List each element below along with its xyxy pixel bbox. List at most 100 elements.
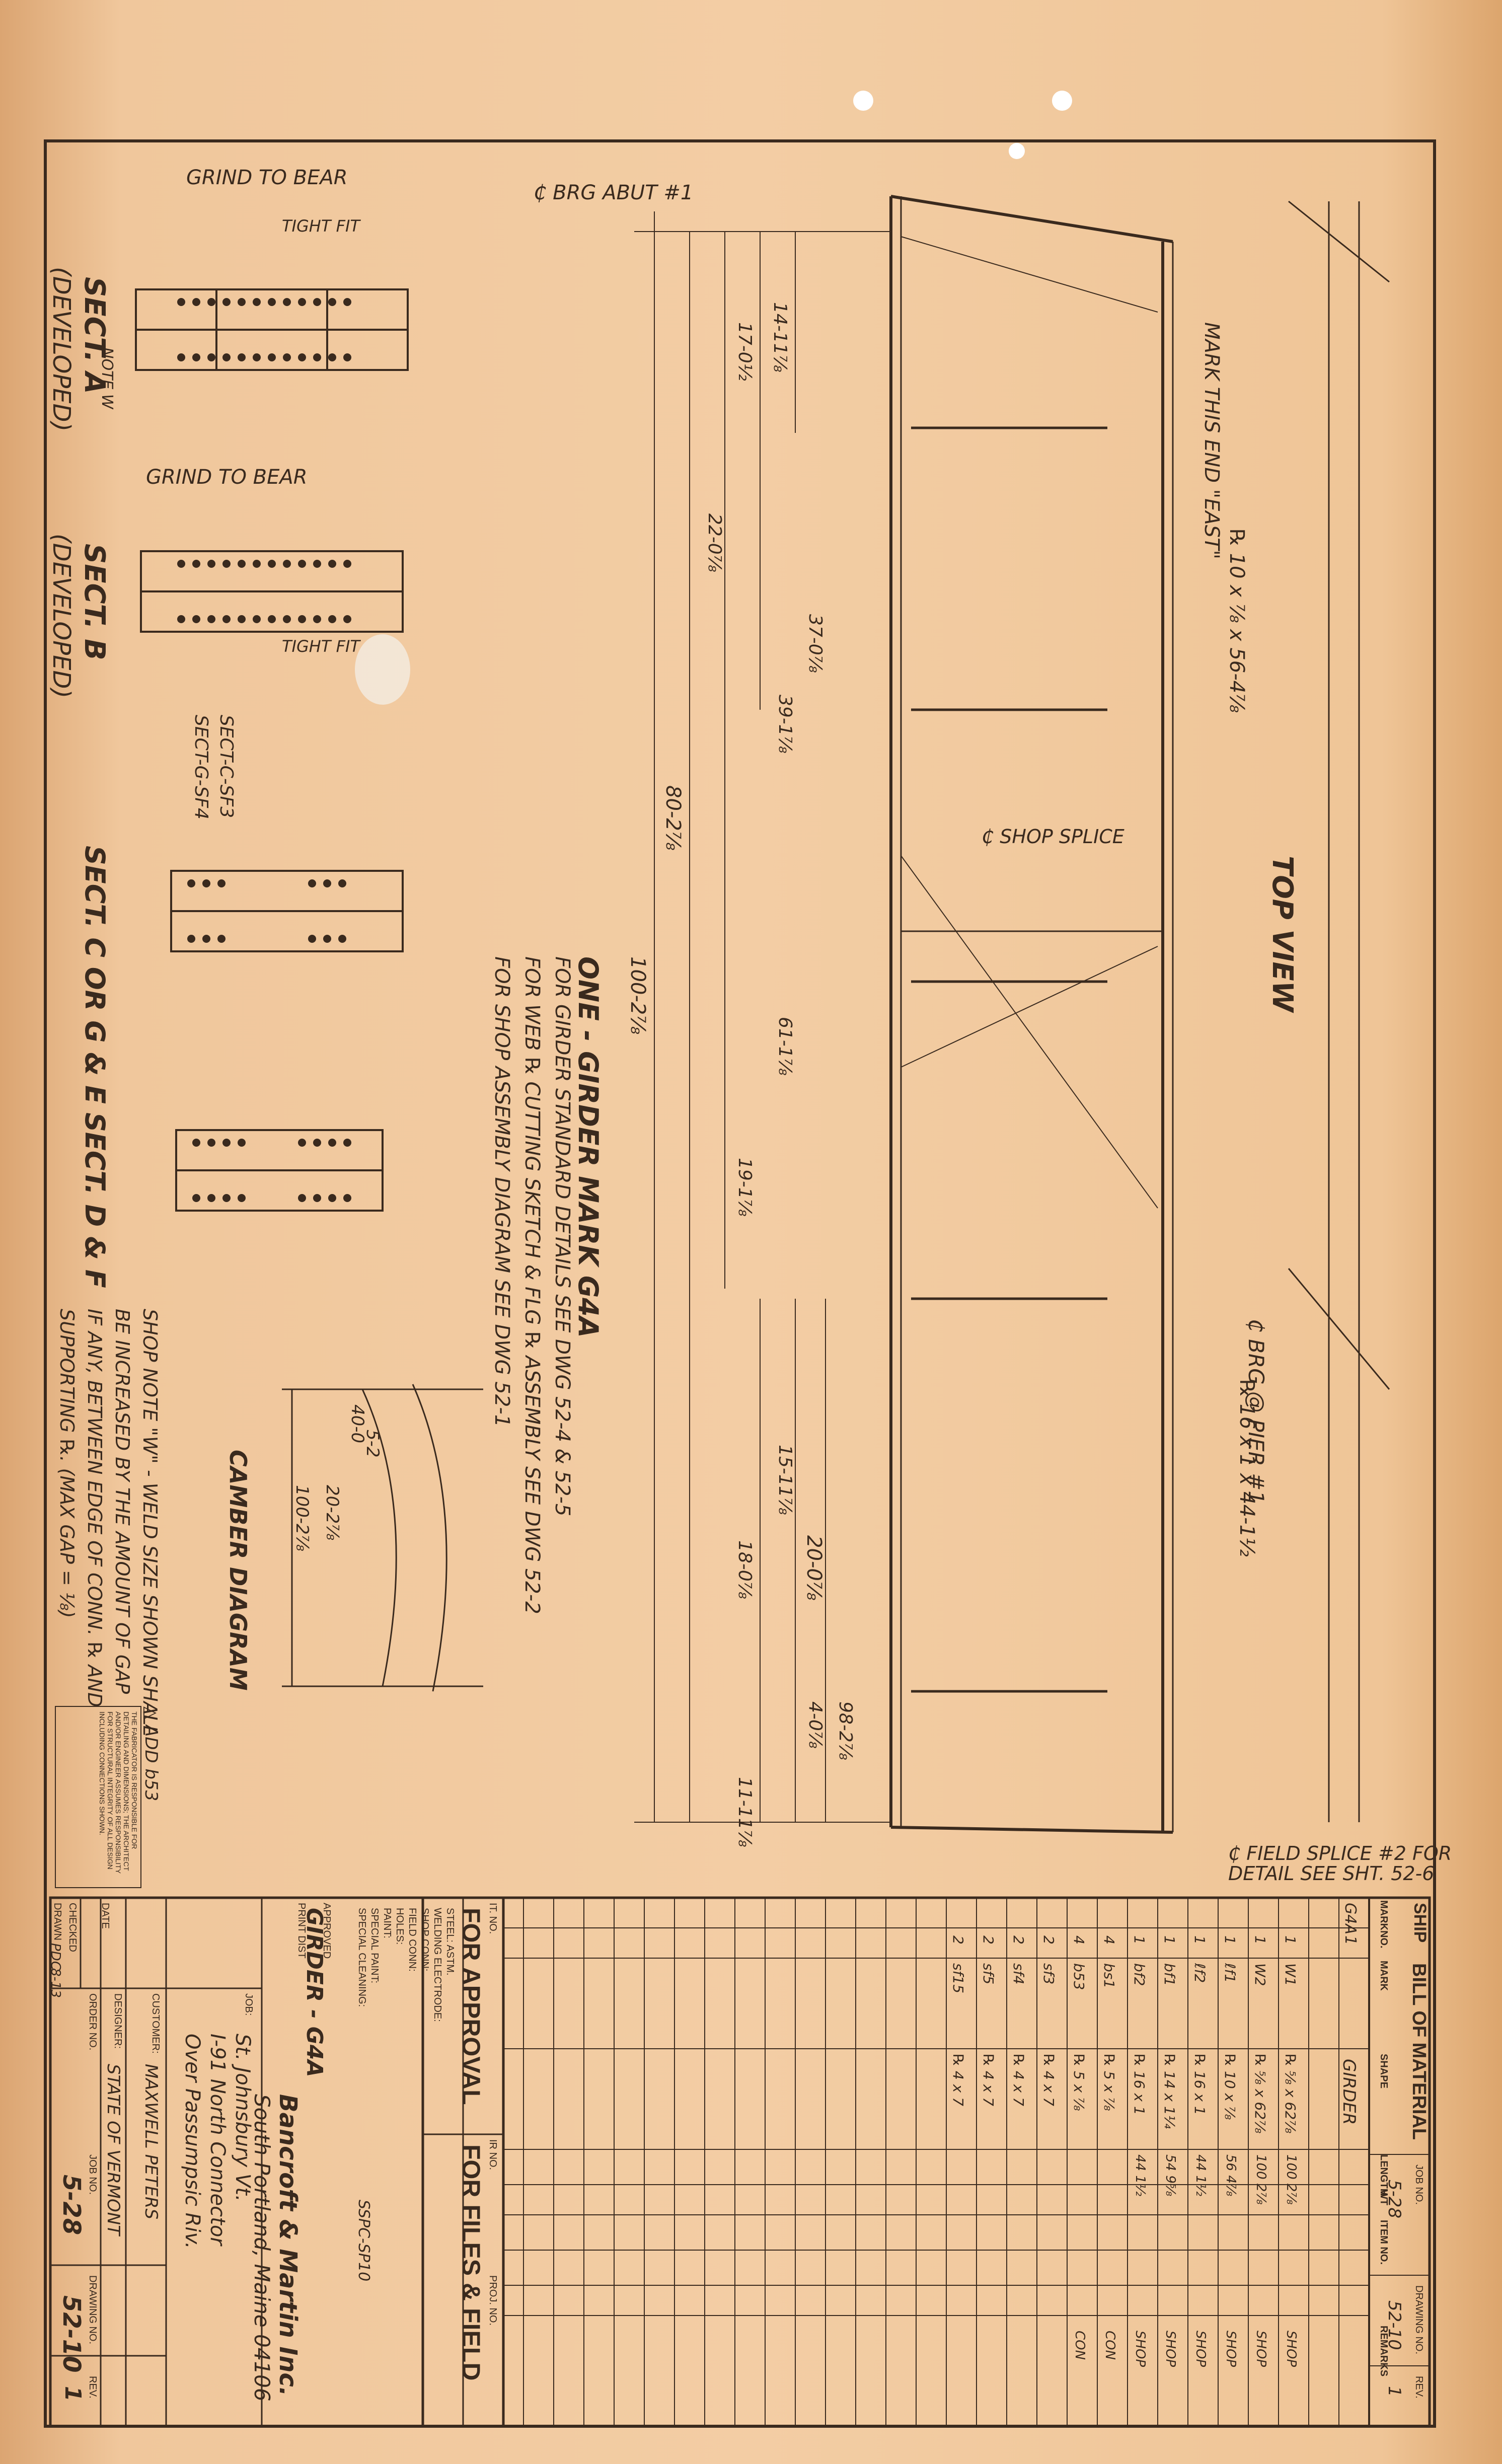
binder-hole bbox=[1009, 143, 1025, 159]
disclaimer-text: THE FABRICATOR IS RESPONSIBLE FOR DETAIL… bbox=[98, 1711, 138, 1874]
binder-hole bbox=[853, 91, 873, 111]
paint-label: PAINT: bbox=[382, 1908, 393, 1938]
dim-98: 98-2⅞ bbox=[835, 1701, 856, 1760]
section-a bbox=[135, 288, 409, 371]
designer-label: DESIGNER: bbox=[112, 1993, 123, 2049]
standard-details-note: FOR GIRDER STANDARD DETAILS SEE DWG 52-4… bbox=[551, 956, 574, 1517]
special-cleaning-value: SSPC-SP10 bbox=[355, 2200, 372, 2282]
bom-col-mark: MARK bbox=[1378, 1900, 1389, 1930]
bom-row-1-no: 1 bbox=[1282, 1935, 1299, 1945]
section-b-bolts bbox=[177, 560, 351, 623]
bom-row-2-shape: ℞ ⅝ x 62⅞ bbox=[1252, 2054, 1268, 2134]
bom-col-remarks: REMARKS bbox=[1378, 2326, 1389, 2377]
web-cutting-note: FOR WEB ℞ CUTTING SKETCH & FLG ℞ ASSEMBL… bbox=[520, 956, 544, 1614]
bom-row-11-no: 2 bbox=[980, 1935, 997, 1945]
note-w-a: NOTE W bbox=[98, 347, 116, 409]
bom-row-7-mark: bs1 bbox=[1101, 1963, 1117, 1989]
bom-row-5-no: 1 bbox=[1161, 1935, 1178, 1945]
bom-row-10-no: 2 bbox=[1010, 1935, 1027, 1945]
tb-drawing-no-label: DRAWING NO. bbox=[87, 2275, 98, 2345]
for-files-field: FOR FILES & FIELD bbox=[457, 2144, 485, 2381]
dim-19: 19-1⅞ bbox=[734, 1158, 755, 1217]
bom-row-5-shape: ℞ 14 x 1¼ bbox=[1161, 2054, 1178, 2129]
bom-row-4-no: 1 bbox=[1191, 1935, 1208, 1945]
bom-row-8-shape: ℞ 5 x ⅞ bbox=[1071, 2054, 1087, 2111]
dim-camber-100: 100-2⅞ bbox=[292, 1485, 312, 1551]
bom-row-11-shape: ℞ 4 x 7 bbox=[980, 2054, 997, 2107]
order-no-label: ORDER NO. bbox=[87, 1993, 98, 2051]
bom-row-5-length: 54 9⅝ bbox=[1163, 2154, 1178, 2197]
bom-job-no-label: JOB NO. bbox=[1413, 2164, 1424, 2205]
shop-assembly-note: FOR SHOP ASSEMBLY DIAGRAM SEE DWG 52-1 bbox=[490, 956, 513, 1428]
bom-row-3-shape: ℞ 10 x ⅞ bbox=[1222, 2054, 1238, 2120]
bom-row-6-mark: bf2 bbox=[1131, 1963, 1148, 1986]
bom-row-0-shape: GIRDER bbox=[1339, 2059, 1359, 2125]
steel-label: STEEL: ASTM. bbox=[444, 1908, 456, 1976]
bom-col-item: ITEM NO. bbox=[1378, 2220, 1389, 2265]
dim-80: 80-2⅞ bbox=[661, 785, 685, 851]
tb-job-no-label: JOB NO. bbox=[87, 2154, 98, 2195]
section-a-bolts bbox=[177, 298, 351, 361]
binder-hole bbox=[1052, 91, 1072, 111]
top-flange-plate-note: ℞ 10 x ⅞ x 56-4⅞ bbox=[1225, 529, 1248, 713]
bom-row-2-no: 1 bbox=[1252, 1935, 1268, 1945]
add-b53-note: △ ADD b53 bbox=[141, 1706, 161, 1802]
bom-ship: SHIP bbox=[1410, 1903, 1430, 1943]
sect-c-note: SECT-C-SF3 bbox=[216, 715, 237, 818]
field-splice-note-1: ₵ FIELD SPLICE #2 FOR bbox=[1228, 1842, 1452, 1864]
brg-abut-note: ₵ BRG ABUT #1 bbox=[534, 181, 694, 204]
bom-row-8-mark: b53 bbox=[1071, 1963, 1087, 1990]
bom-row-6-no: 1 bbox=[1131, 1935, 1148, 1945]
dim-15: 15-11⅞ bbox=[775, 1445, 795, 1515]
bom-col-wt: WT bbox=[1378, 2190, 1389, 2206]
camber-diagram bbox=[282, 1384, 483, 1692]
bom-rev: 1 bbox=[1384, 2386, 1404, 2397]
section-d bbox=[175, 1129, 384, 1212]
camber-diagram-title: CAMBER DIAGRAM bbox=[224, 1450, 252, 1691]
bom-row-11-mark: sf5 bbox=[980, 1963, 997, 1985]
bom-row-10-shape: ℞ 4 x 7 bbox=[1010, 2054, 1027, 2107]
sect-g-note: SECT-G-SF4 bbox=[191, 715, 211, 819]
dim-18: 18-0⅞ bbox=[734, 1540, 755, 1599]
customer-label: CUSTOMER: bbox=[150, 1993, 161, 2054]
special-paint-label: SPECIAL PAINT: bbox=[369, 1908, 380, 1984]
job-line-1: St. Johnsbury Vt. bbox=[231, 2034, 254, 2202]
section-b-subtitle: (DEVELOPED) bbox=[47, 534, 76, 699]
job-label: JOB: bbox=[243, 1993, 254, 2016]
dim-4: 4-0⅞ bbox=[805, 1701, 825, 1749]
shop-note-2: BE INCREASED BY THE AMOUNT OF GAP bbox=[111, 1309, 133, 1694]
bom-row-2-mark: W2 bbox=[1252, 1963, 1268, 1986]
dim-37: 37-0⅞ bbox=[805, 614, 825, 673]
dim-overall: 100-2⅞ bbox=[626, 956, 649, 1034]
dim-camber-40: 40-0 bbox=[347, 1404, 367, 1444]
bom-row-6-remarks: SHOP bbox=[1133, 2331, 1148, 2367]
bom-drawing-no-label: DRAWING NO. bbox=[1413, 2285, 1424, 2355]
tb-drawing-no: 52-10 bbox=[57, 2295, 86, 2373]
bom-row-7-shape: ℞ 5 x ⅞ bbox=[1101, 2054, 1117, 2111]
bom-row-6-shape: ℞ 16 x 1 bbox=[1131, 2054, 1148, 2115]
bom-row-9-shape: ℞ 4 x 7 bbox=[1040, 2054, 1057, 2107]
welding-label: WELDING ELECTRODE: bbox=[432, 1908, 443, 2022]
dim-11: 11-11⅞ bbox=[734, 1777, 755, 1847]
drawn-label: DRAWN bbox=[52, 1903, 63, 1940]
job-line-3: Over Passumpsic Riv. bbox=[181, 2034, 204, 2249]
job-line-2: I-91 North Connector bbox=[206, 2034, 229, 2246]
field-splice-note-2: DETAIL SEE SHT. 52-6 bbox=[1228, 1862, 1435, 1885]
mark-this-end-note: MARK THIS END "EAST" bbox=[1200, 322, 1223, 559]
dim-camber-20: 20-2⅞ bbox=[322, 1485, 342, 1541]
bom-row-2-remarks: SHOP bbox=[1253, 2331, 1268, 2367]
dim-22: 22-0⅞ bbox=[704, 513, 725, 572]
bom-row-4-mark: ℓf2 bbox=[1191, 1963, 1208, 1983]
date-value: 8-13 bbox=[48, 1968, 63, 1998]
it-no-label: IT. NO. bbox=[487, 1903, 498, 1934]
section-d-title: SECT. D & F bbox=[79, 1112, 111, 1288]
tb-job-no: 5-28 bbox=[57, 2175, 86, 2235]
bom-row-3-no: 1 bbox=[1222, 1935, 1238, 1945]
company-name: Bancroft & Martin Inc. bbox=[274, 2094, 302, 2397]
top-view bbox=[1288, 200, 1390, 1822]
bom-row-8-remarks: CON bbox=[1072, 2331, 1087, 2360]
bom-row-9-no: 2 bbox=[1040, 1935, 1057, 1945]
drawn-value: PDC bbox=[48, 1943, 63, 1970]
bom-row-9-mark: sf3 bbox=[1040, 1963, 1057, 1985]
dim-20: 20-0⅞ bbox=[802, 1535, 825, 1601]
